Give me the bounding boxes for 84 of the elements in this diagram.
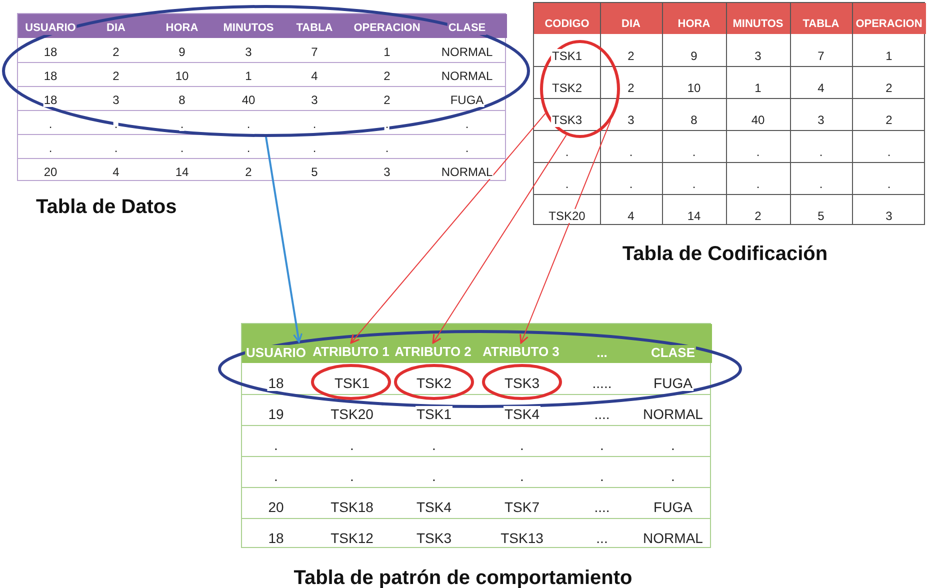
cell-value: 40 <box>240 93 256 107</box>
arrow <box>520 120 612 344</box>
cell-value: 2 <box>884 113 894 127</box>
cell-value: TSK2 <box>551 81 583 95</box>
cell-value: 4 <box>816 81 826 95</box>
cell-value: TSK3 <box>416 530 452 546</box>
cell-value: NORMAL <box>642 406 704 422</box>
cell-value: NORMAL <box>440 69 494 83</box>
cell-value: NORMAL <box>440 45 494 59</box>
cell-value: 10 <box>686 81 702 95</box>
cell-value: 1 <box>884 49 894 63</box>
cell-value: 8 <box>178 93 186 107</box>
cell-value: FUGA <box>449 93 485 107</box>
cell-value: 2 <box>754 209 762 223</box>
column-header: CLASE <box>447 22 487 35</box>
cell-value: 20 <box>42 165 58 179</box>
cell-value: 18 <box>267 530 285 546</box>
cell-value: 3 <box>626 113 636 127</box>
cell-value: 2 <box>884 81 894 95</box>
cell-value: 2 <box>112 45 120 59</box>
cell-value: 9 <box>178 45 186 59</box>
cell-value: 3 <box>884 209 894 223</box>
cell-value: FUGA <box>652 375 694 391</box>
cell-value: 18 <box>42 93 58 107</box>
cell-value: 7 <box>816 49 826 63</box>
column-header: CLASE <box>650 345 696 360</box>
cell-value: 2 <box>244 165 253 179</box>
cell-value: 2 <box>382 69 392 83</box>
cell-value: 3 <box>382 165 392 179</box>
cell-value: 3 <box>310 93 319 107</box>
column-header: USUARIO <box>245 345 307 360</box>
cell-value: TSK3 <box>504 375 540 391</box>
cell-value: TSK1 <box>416 406 452 422</box>
cell-value: TSK18 <box>330 499 374 515</box>
cell-value: 14 <box>686 209 702 223</box>
cell-value: 40 <box>750 113 766 127</box>
cell-value: 19 <box>267 406 285 422</box>
cell-value: TSK3 <box>551 113 583 127</box>
cell-value: 10 <box>174 69 190 83</box>
cell-value: 3 <box>816 113 826 127</box>
cell-value: 18 <box>42 69 58 83</box>
cell-value: 2 <box>626 49 636 63</box>
cell-value: 2 <box>112 69 120 83</box>
cell-value: 18 <box>267 375 285 391</box>
cell-value: 7 <box>310 45 319 59</box>
cell-value: TSK1 <box>551 49 583 63</box>
cell-value: 1 <box>244 69 253 83</box>
cell-value: NORMAL <box>642 530 704 546</box>
arrow <box>265 136 302 343</box>
cell-value: TSK1 <box>334 375 370 391</box>
cell-value: TSK4 <box>416 499 452 515</box>
cell-value: 1 <box>382 45 392 59</box>
cell-value: 8 <box>690 113 698 127</box>
cell-value: TSK20 <box>548 209 586 223</box>
cell-value: 9 <box>690 49 698 63</box>
cell-value: 2 <box>382 93 392 107</box>
cell-value: 2 <box>626 81 636 95</box>
cell-value: 1 <box>754 81 762 95</box>
column-header: ATRIBUTO 2 <box>394 344 472 359</box>
column-header: USUARIO <box>24 22 77 35</box>
cell-value: 5 <box>816 209 826 223</box>
cell-value: TSK13 <box>500 530 544 546</box>
cell-value: 4 <box>112 165 120 179</box>
cell-value: 5 <box>310 165 319 179</box>
column-header: ATRIBUTO 3 <box>482 344 560 359</box>
arrow <box>432 134 567 344</box>
cell-value: 3 <box>754 49 762 63</box>
cell-value: TSK7 <box>504 499 540 515</box>
table-title: Tabla de patrón de comportamiento <box>292 567 634 588</box>
cell-value: 4 <box>310 69 319 83</box>
column-header: ATRIBUTO 1 <box>312 344 390 359</box>
cell-value: NORMAL <box>440 165 494 179</box>
cell-value: TSK12 <box>330 530 374 546</box>
cell-value: TSK2 <box>416 375 452 391</box>
cell-value: FUGA <box>652 499 694 515</box>
cell-value: 14 <box>174 165 190 179</box>
cell-value: 20 <box>267 499 285 515</box>
cell-value: TSK20 <box>330 406 374 422</box>
arrow <box>350 113 546 344</box>
cell-value: 3 <box>244 45 253 59</box>
cell-value: TSK4 <box>504 406 540 422</box>
cell-value: 3 <box>112 93 120 107</box>
cell-value: 18 <box>42 45 58 59</box>
cell-value: 4 <box>626 209 636 223</box>
